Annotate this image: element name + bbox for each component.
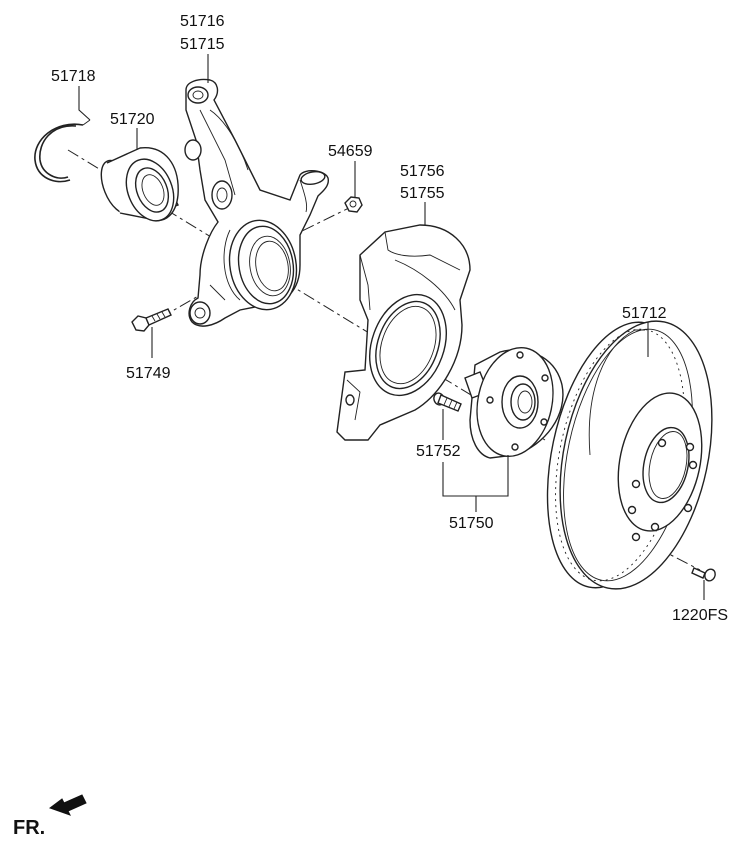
label-54659: 54659 (328, 143, 373, 160)
brake-disc-51712 (546, 320, 713, 590)
label-51718: 51718 (51, 68, 96, 85)
label-51755: 51755 (400, 185, 445, 202)
screw-1220FS (691, 567, 716, 582)
fr-label: FR. (13, 817, 45, 839)
label-51749: 51749 (126, 365, 171, 382)
leader-51718 (78, 86, 91, 121)
nut-54659 (344, 196, 363, 213)
label-51756: 51756 (400, 163, 445, 180)
front-arrow-icon (48, 794, 87, 816)
label-51750: 51750 (449, 515, 494, 532)
axis-line-upper-bolt (299, 204, 356, 233)
bolt-51749 (131, 308, 172, 332)
hub-bolt-51752 (433, 392, 462, 412)
hub-assembly-51750 (464, 346, 564, 459)
snap-ring-51718 (34, 119, 91, 183)
label-1220FS: 1220FS (672, 607, 728, 624)
label-51716: 51716 (180, 13, 225, 30)
steering-knuckle-51716 (184, 78, 330, 327)
label-51712: 51712 (622, 305, 667, 322)
front-direction-indicator: FR. (13, 794, 87, 839)
label-51715: 51715 (180, 36, 225, 53)
leader-51750-bracket (442, 455, 509, 512)
label-51752: 51752 (416, 443, 461, 460)
dust-cover-51756 (336, 224, 471, 441)
label-51720: 51720 (110, 111, 155, 128)
wheel-bearing-51720 (100, 147, 179, 222)
